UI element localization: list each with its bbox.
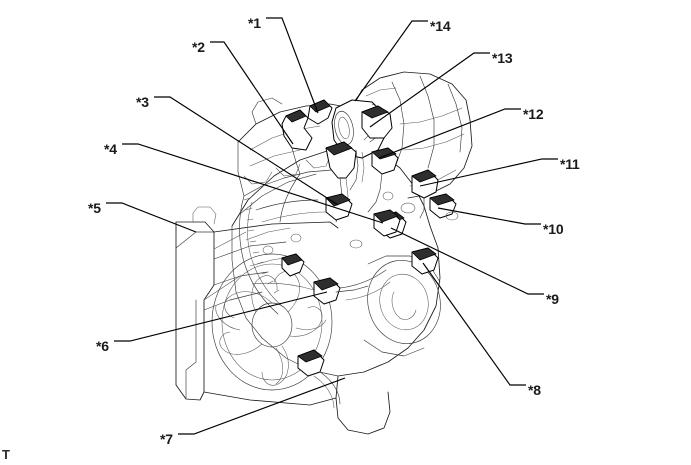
leader-line-11 bbox=[419, 158, 558, 187]
radiator-shroud-group bbox=[175, 206, 339, 406]
leader-line-14 bbox=[354, 20, 428, 102]
callout-label-6[interactable]: *6 bbox=[96, 338, 109, 354]
leader-line-2 bbox=[210, 41, 294, 145]
callout-label-8[interactable]: *8 bbox=[528, 382, 541, 398]
page-mark: T bbox=[2, 447, 10, 462]
callout-label-2[interactable]: *2 bbox=[192, 39, 205, 55]
engine-artwork bbox=[175, 71, 473, 435]
callout-label-11[interactable]: *11 bbox=[560, 156, 580, 172]
leader-line-1 bbox=[266, 17, 319, 114]
callout-label-5[interactable]: *5 bbox=[88, 200, 101, 216]
callout-label-1[interactable]: *1 bbox=[248, 15, 261, 31]
bolt-boss-group bbox=[262, 191, 459, 255]
leader-line-5 bbox=[106, 202, 197, 233]
sensor-cluster-group bbox=[281, 99, 457, 409]
callout-label-13[interactable]: *13 bbox=[492, 50, 513, 66]
leader-line-13 bbox=[369, 52, 490, 128]
leader-line-4 bbox=[122, 143, 384, 224]
leader-line-6 bbox=[114, 291, 328, 342]
wiring-harness-group bbox=[251, 173, 391, 301]
callout-label-3[interactable]: *3 bbox=[136, 94, 149, 110]
callout-label-14[interactable]: *14 bbox=[430, 18, 451, 34]
callout-label-9[interactable]: *9 bbox=[546, 291, 559, 307]
callout-label-10[interactable]: *10 bbox=[543, 221, 564, 237]
leader-line-9 bbox=[390, 227, 544, 295]
timing-cover-group bbox=[239, 195, 283, 315]
leader-lines bbox=[106, 17, 558, 435]
leader-line-3 bbox=[154, 96, 339, 206]
leader-line-12 bbox=[378, 108, 521, 159]
callout-label-12[interactable]: *12 bbox=[523, 106, 544, 122]
bellhousing-group bbox=[363, 255, 441, 357]
callout-label-4[interactable]: *4 bbox=[104, 141, 117, 157]
leader-line-7 bbox=[178, 377, 346, 435]
callout-label-7[interactable]: *7 bbox=[160, 431, 173, 447]
leader-line-10 bbox=[437, 207, 541, 225]
leader-line-8 bbox=[422, 262, 526, 386]
